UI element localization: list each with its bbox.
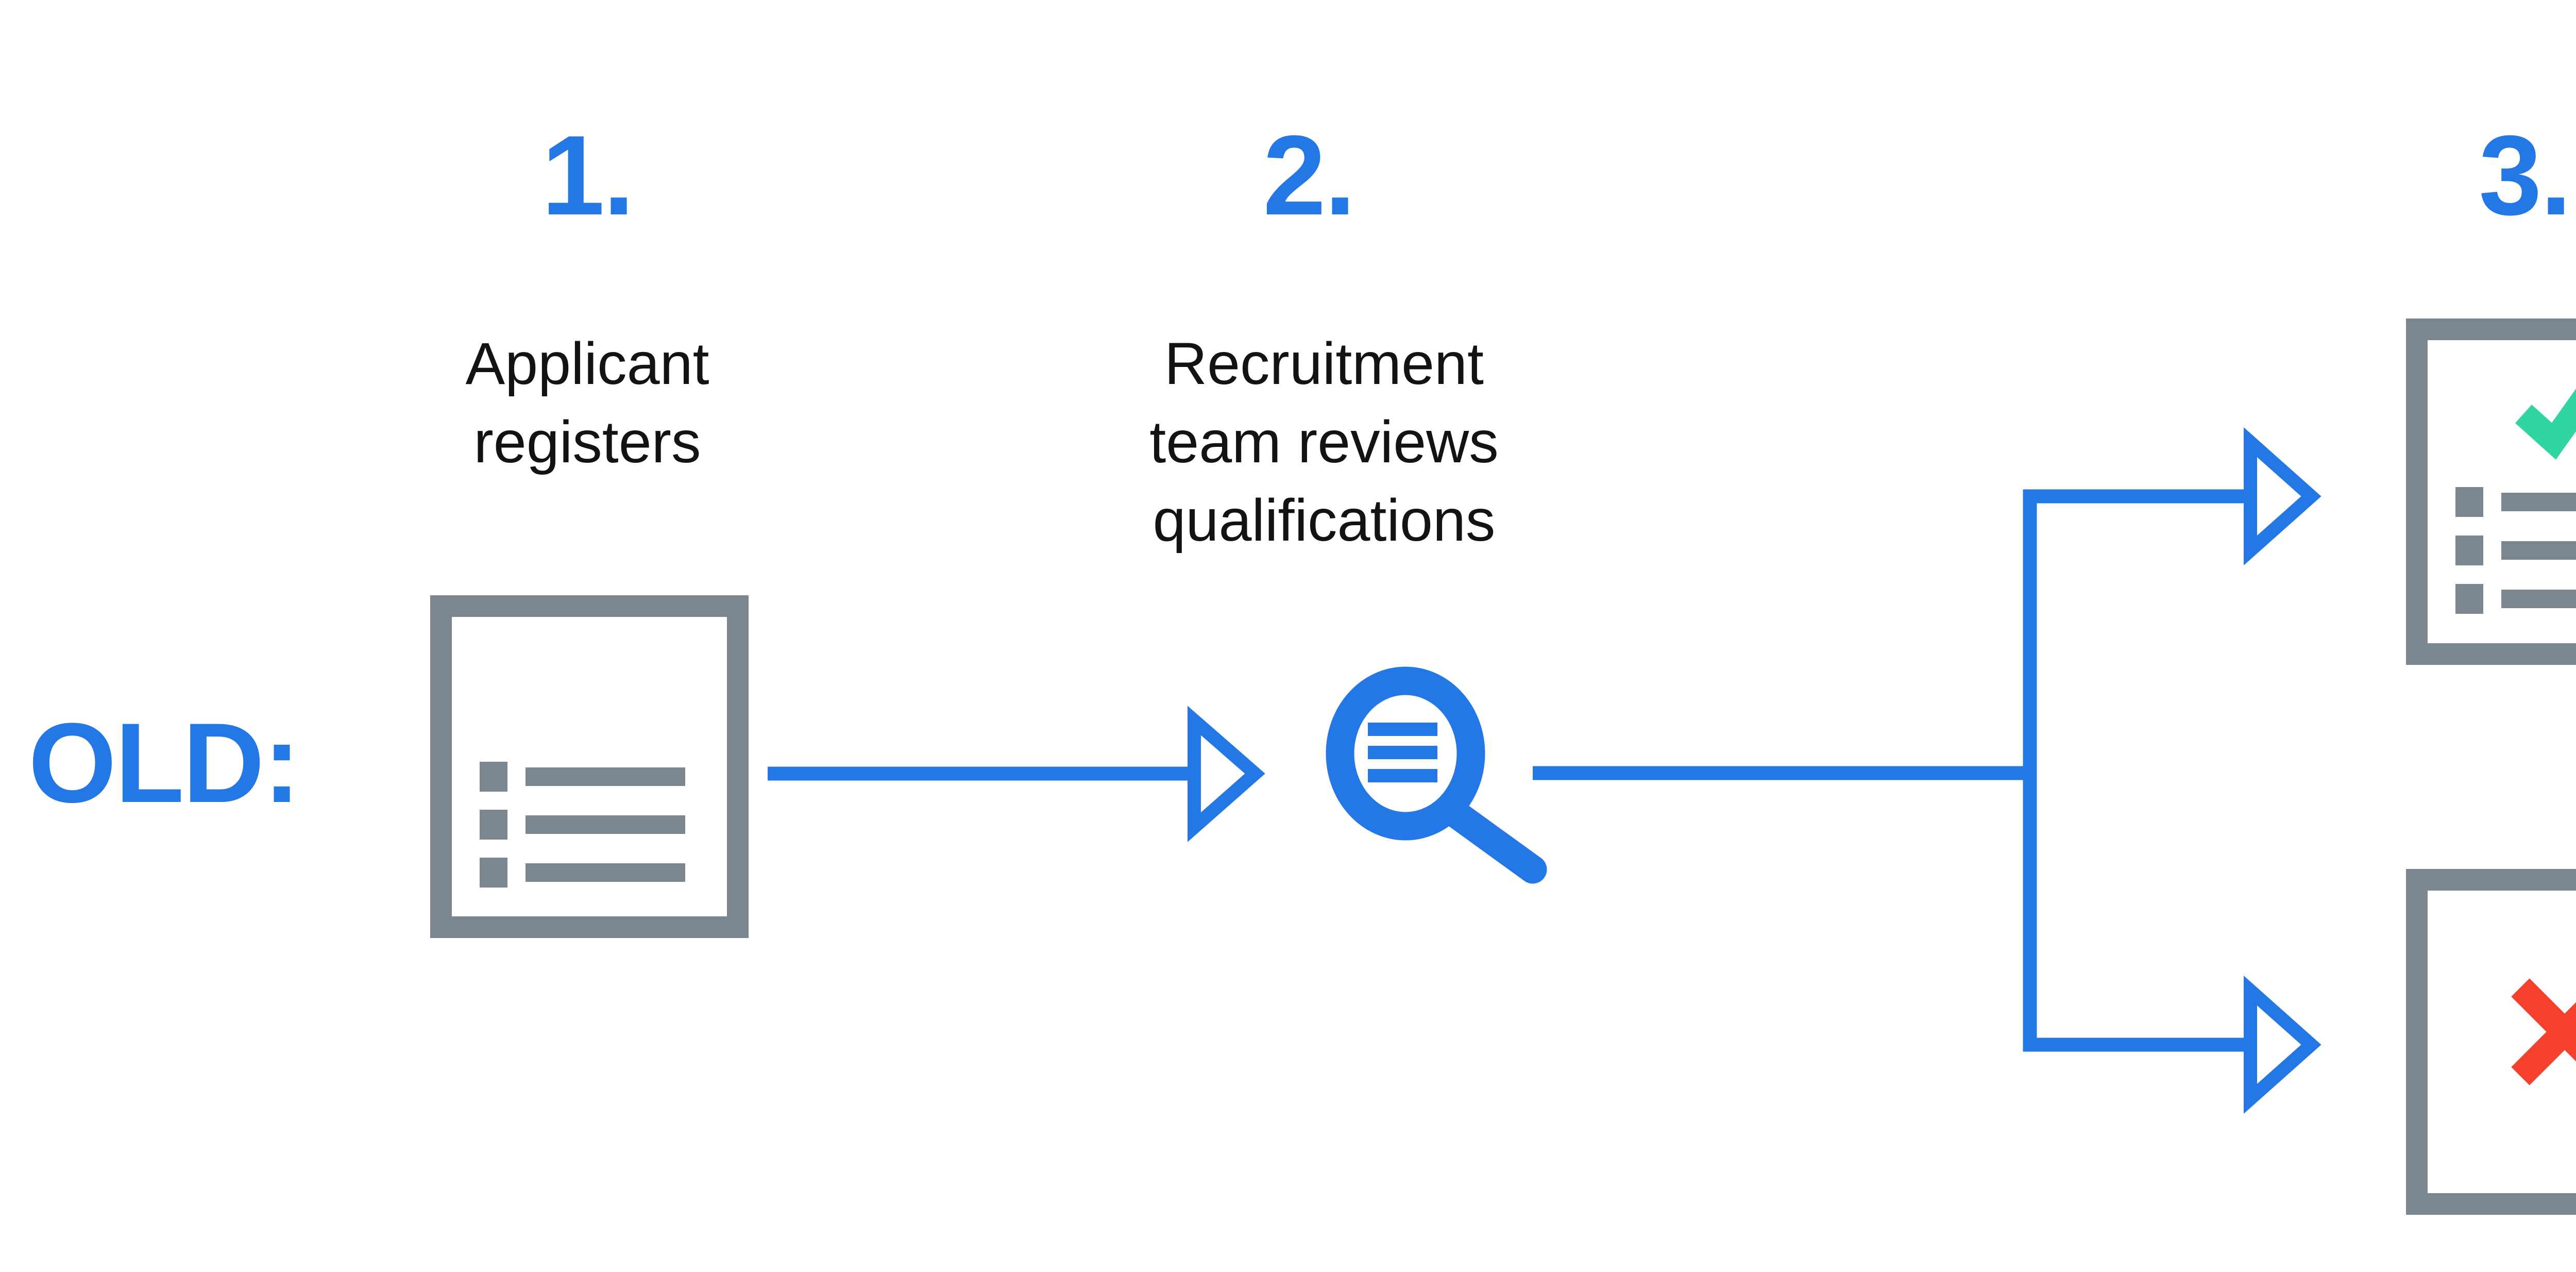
document-list-icon [430, 595, 749, 938]
step-1-caption-line: registers [473, 409, 701, 475]
magnifier-text-line [1368, 723, 1437, 736]
arrow-1-head-icon [1188, 706, 1265, 842]
step-1-number: 1. [541, 112, 634, 239]
magnifier-text-line [1368, 746, 1437, 759]
document-list-rows [2455, 487, 2576, 614]
step-2-caption-line: Recruitment [1164, 331, 1484, 397]
document-list-rows [480, 762, 685, 888]
step-2-caption-line: qualifications [1153, 488, 1496, 554]
old-process-label: OLD: [28, 699, 301, 826]
branch-bottom-arrow-head-icon [2244, 976, 2321, 1114]
checklist-approved-icon [2406, 319, 2576, 665]
magnifier-icon [1326, 666, 1547, 884]
step-2-caption-line: team reviews [1149, 409, 1499, 475]
branch-top-arrow-head-icon [2244, 427, 2321, 565]
magnifier-handle [1440, 798, 1547, 884]
step-1-caption: Applicant registers [407, 325, 768, 481]
step-3-number: 3. [2479, 112, 2571, 239]
x-mark-icon [2511, 978, 2576, 1085]
magnifier-text-line [1368, 769, 1437, 782]
step-2-number: 2. [1263, 112, 1355, 239]
rejected-box-icon [2406, 869, 2576, 1215]
step-1-caption-line: Applicant [465, 331, 709, 397]
step-2-caption: Recruitment team reviews qualifications [1118, 325, 1530, 560]
check-icon [2515, 389, 2576, 460]
